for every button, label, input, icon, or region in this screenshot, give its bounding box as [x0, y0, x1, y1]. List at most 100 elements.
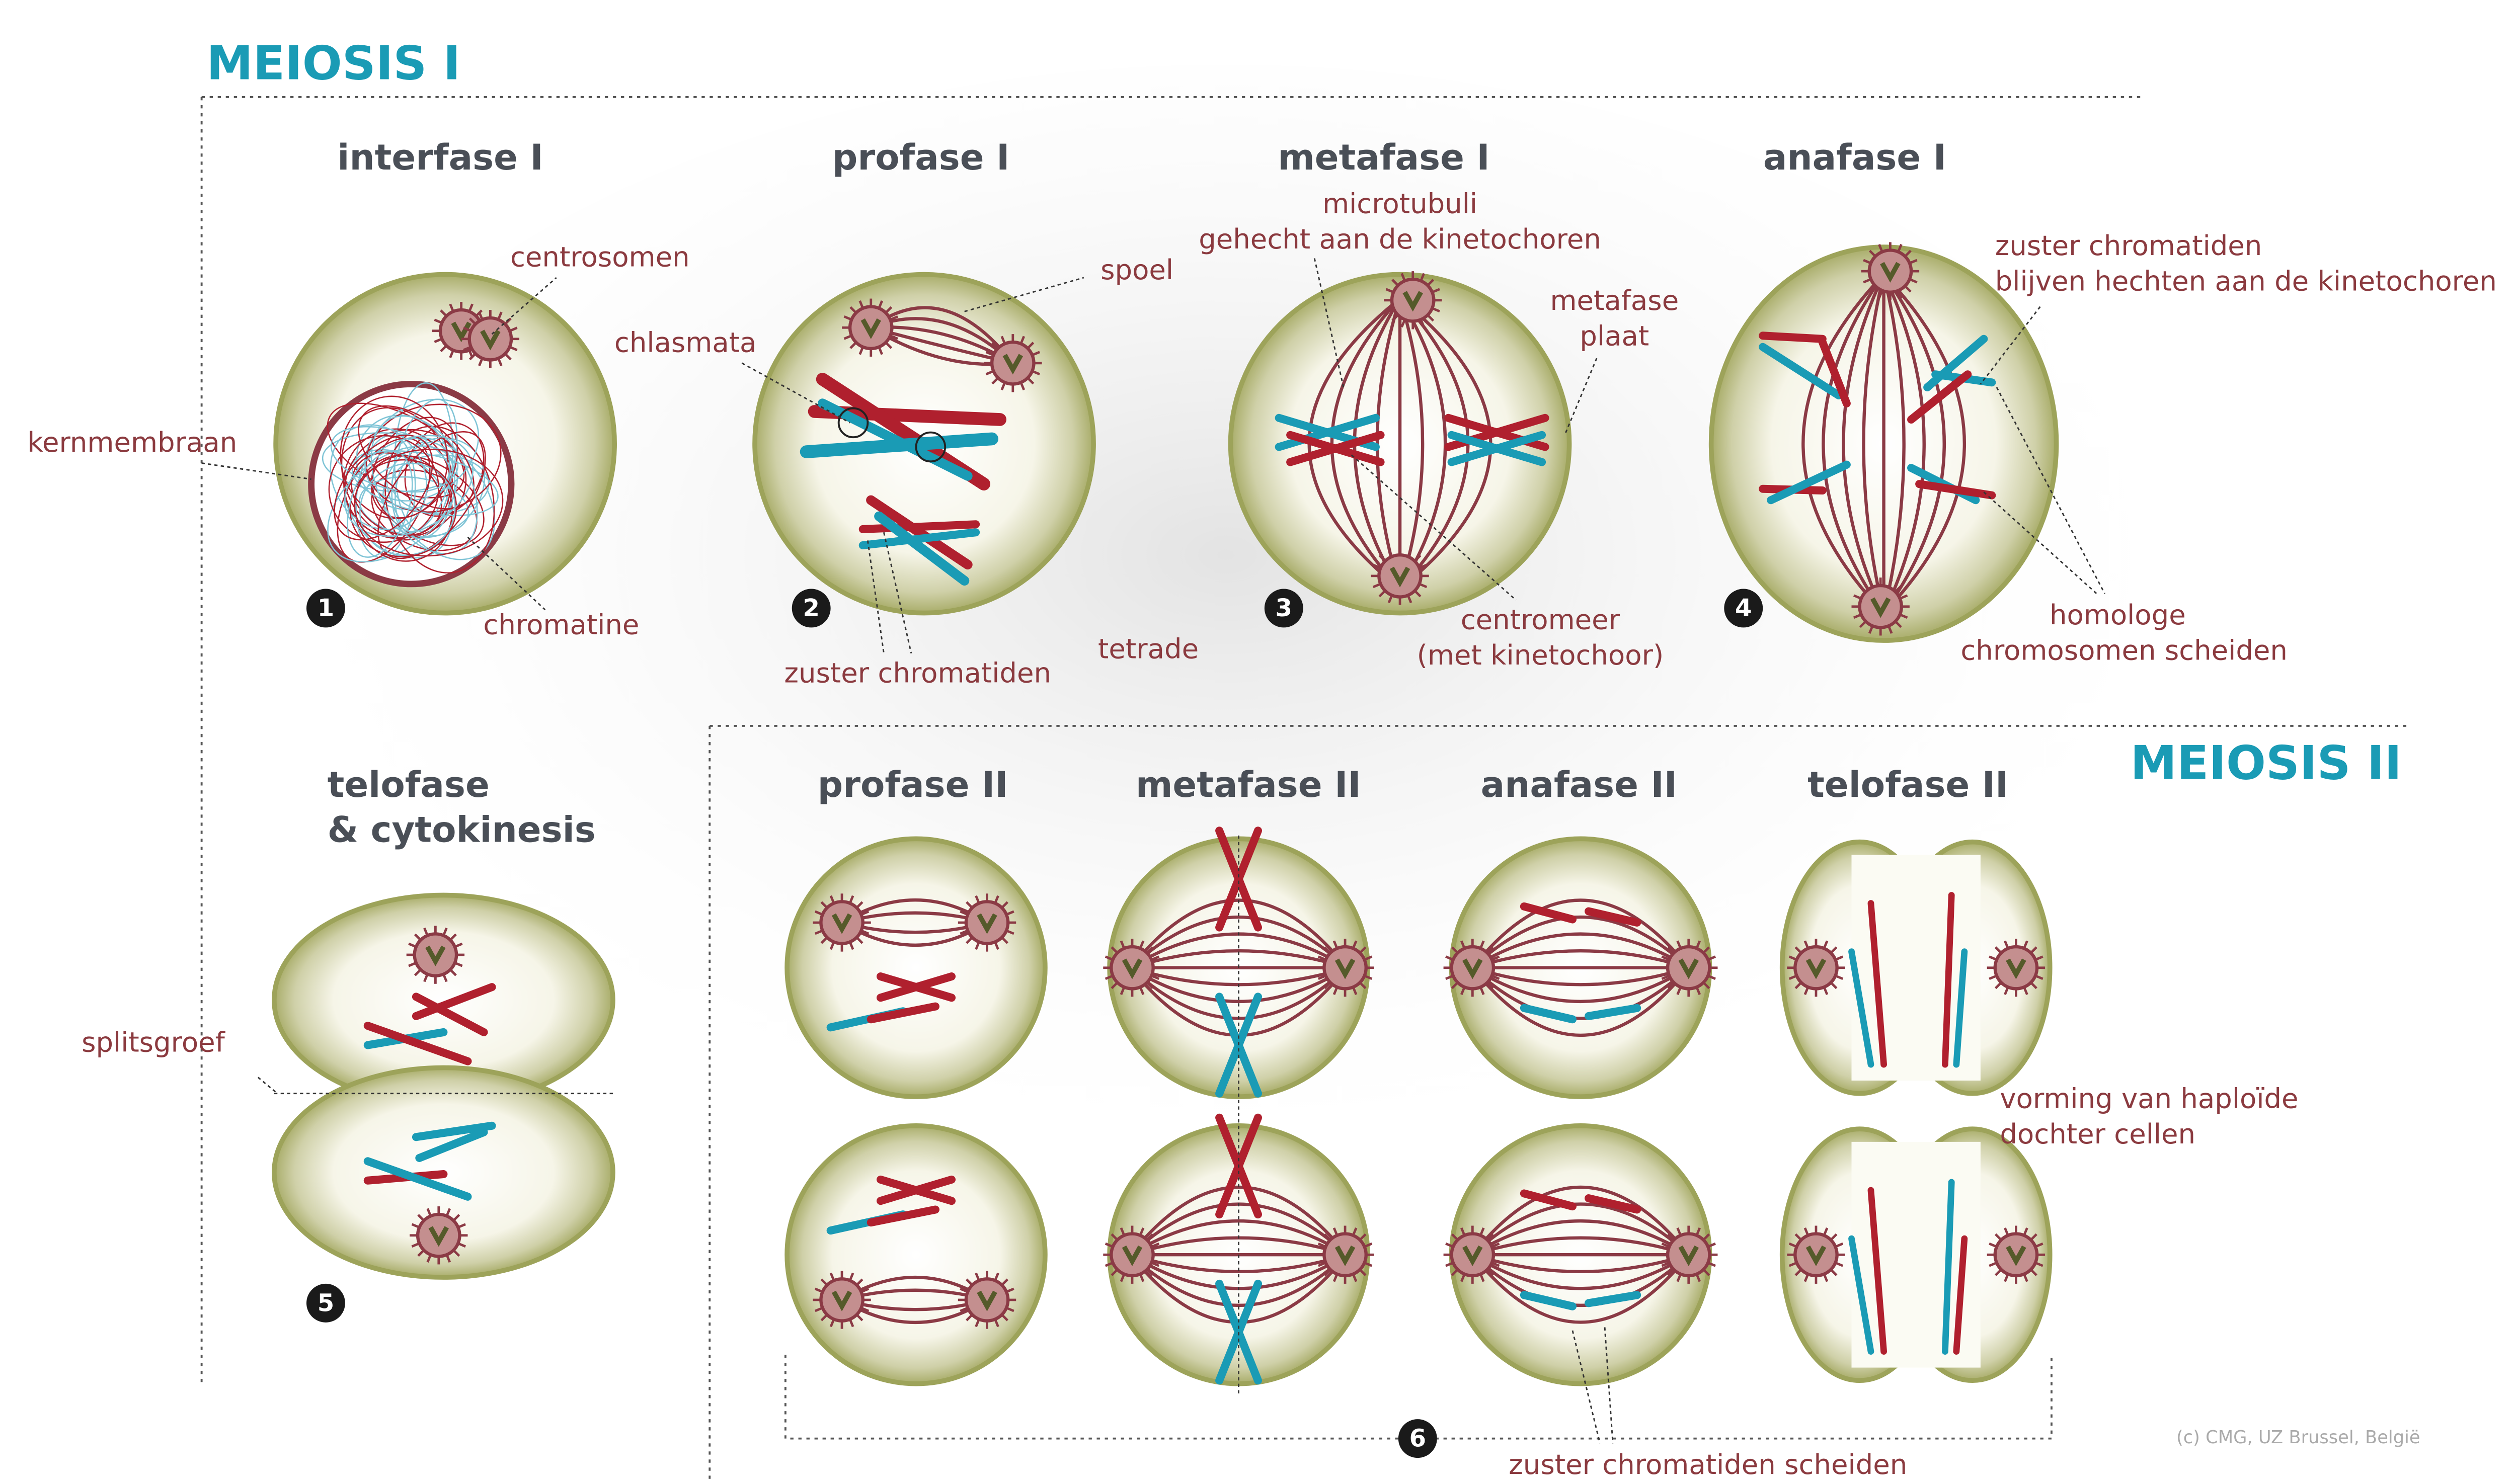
chromatid — [1275, 414, 1380, 451]
centriole — [1389, 566, 1410, 588]
chromatin-fiber — [358, 405, 475, 510]
chromatid — [1867, 900, 1887, 1068]
centriole — [1122, 1245, 1143, 1266]
centrosome — [1867, 249, 1913, 294]
spindle-fiber — [1471, 898, 1690, 969]
cell — [784, 1123, 1048, 1386]
chromatid — [1585, 1194, 1641, 1214]
centrosome — [848, 305, 894, 351]
centrosome — [1793, 945, 1839, 991]
centrosome — [413, 932, 458, 977]
centrosome — [1858, 584, 1904, 629]
stage-profase-1: profase I — [832, 137, 1009, 178]
svg-text:4: 4 — [1735, 594, 1752, 622]
stage-telofase-2: telofase II — [1807, 764, 2008, 805]
label-zuster-chromatiden-anafase: zuster chromatiden — [1995, 229, 2262, 262]
centrosome — [1450, 1232, 1496, 1278]
chromatid — [1520, 1189, 1577, 1211]
spindle-fiber — [1398, 297, 1447, 590]
spindle-fiber — [1862, 274, 1885, 614]
meiosis2-bracket — [784, 1354, 2053, 1440]
chromatid — [1848, 948, 1874, 1068]
stage-telofase-1: telofase — [328, 764, 490, 805]
chromatid — [1953, 1235, 1968, 1355]
centrosome — [1377, 553, 1423, 599]
centrosome — [1993, 945, 2039, 991]
svg-text:5: 5 — [318, 1289, 334, 1317]
chromatin-fiber — [359, 462, 456, 556]
chromatin-fiber — [347, 451, 413, 558]
centriole — [977, 913, 997, 934]
label-microtubuli: microtubuli — [1322, 188, 1477, 220]
centriole — [1462, 1245, 1483, 1266]
centrosome — [819, 1277, 864, 1323]
step-1-badge: 1 — [306, 589, 345, 628]
spindle-fiber — [1130, 1219, 1348, 1256]
chiasma — [915, 431, 947, 463]
centriole — [1678, 958, 1699, 979]
step-2-badge: 2 — [792, 589, 831, 628]
centrosome — [819, 900, 864, 945]
centrosome — [416, 1212, 461, 1258]
chromatin-fiber — [330, 426, 451, 493]
centriole — [1805, 958, 1827, 979]
spindle-fiber — [1129, 1253, 1348, 1307]
centrosome — [1993, 1232, 2039, 1278]
label-plaat: plaat — [1580, 320, 1649, 352]
chromatid — [1215, 993, 1263, 1098]
step-3-badge: 3 — [1264, 589, 1303, 628]
centrosome — [1666, 1232, 1711, 1278]
chromatid — [867, 1205, 939, 1227]
label-homologe: homologe — [2050, 599, 2186, 631]
spindle-fiber — [1882, 274, 1906, 614]
chromatid — [412, 1121, 496, 1141]
svg-text:3: 3 — [1276, 594, 1292, 622]
label-vorming-haploide: vorming van haploïde — [2000, 1083, 2298, 1115]
spindle-fiber — [1130, 966, 1348, 1004]
copyright: (c) CMG, UZ Brussel, België — [2176, 1427, 2420, 1448]
chromatid — [1767, 460, 1851, 505]
chromatid — [1867, 1187, 1887, 1355]
label-chromosomen-scheiden: chromosomen scheiden — [1960, 634, 2288, 667]
stage-anafase-1: anafase I — [1763, 137, 1946, 178]
spindle-fiber — [1129, 915, 1348, 969]
chromatid — [1585, 1291, 1641, 1307]
label-zuster-chromatiden-scheiden: zuster chromatiden scheiden — [1509, 1448, 1907, 1480]
spindle-fiber — [841, 898, 988, 947]
spindle-fiber — [1398, 298, 1425, 590]
cell — [784, 836, 1048, 1099]
spindle-fiber — [1472, 966, 1689, 986]
chromatin-fiber — [349, 459, 457, 557]
chromatid — [1520, 1291, 1577, 1310]
cells-layer — [272, 242, 2059, 1386]
chromatin-fiber — [354, 448, 504, 557]
chromatid — [1941, 1179, 1955, 1355]
stage-metafase-1: metafase I — [1278, 137, 1489, 178]
spindle-fiber — [1822, 273, 1885, 614]
spindle-fiber — [1471, 1202, 1690, 1256]
chromatin-fiber — [391, 398, 458, 532]
chromatid — [363, 1022, 472, 1065]
pointer-lines — [201, 258, 2105, 1444]
centriole — [1678, 1245, 1699, 1266]
centriole — [1334, 958, 1356, 979]
centriole — [977, 1290, 997, 1311]
spindle-fiber — [1471, 966, 1690, 1020]
chromatid — [874, 511, 970, 586]
label-met-kinetochoor: (met kinetochoor) — [1417, 639, 1664, 671]
label-gehecht: gehecht aan de kinetochoren — [1199, 223, 1601, 255]
centrosome — [1322, 1232, 1368, 1278]
chromatid — [363, 1157, 472, 1201]
centriole — [451, 321, 471, 343]
spindle-fiber — [1471, 966, 1690, 1004]
stage-profase-2: profase II — [818, 764, 1008, 805]
centrosome — [1110, 945, 1155, 991]
centriole — [1002, 354, 1024, 375]
label-spoel: spoel — [1100, 254, 1173, 286]
chromatid — [866, 495, 973, 570]
centriole — [860, 318, 881, 340]
svg-text:2: 2 — [803, 594, 819, 622]
chromatid — [876, 1175, 956, 1205]
chromatid — [1759, 332, 1827, 343]
chromatin-fiber — [328, 435, 440, 543]
